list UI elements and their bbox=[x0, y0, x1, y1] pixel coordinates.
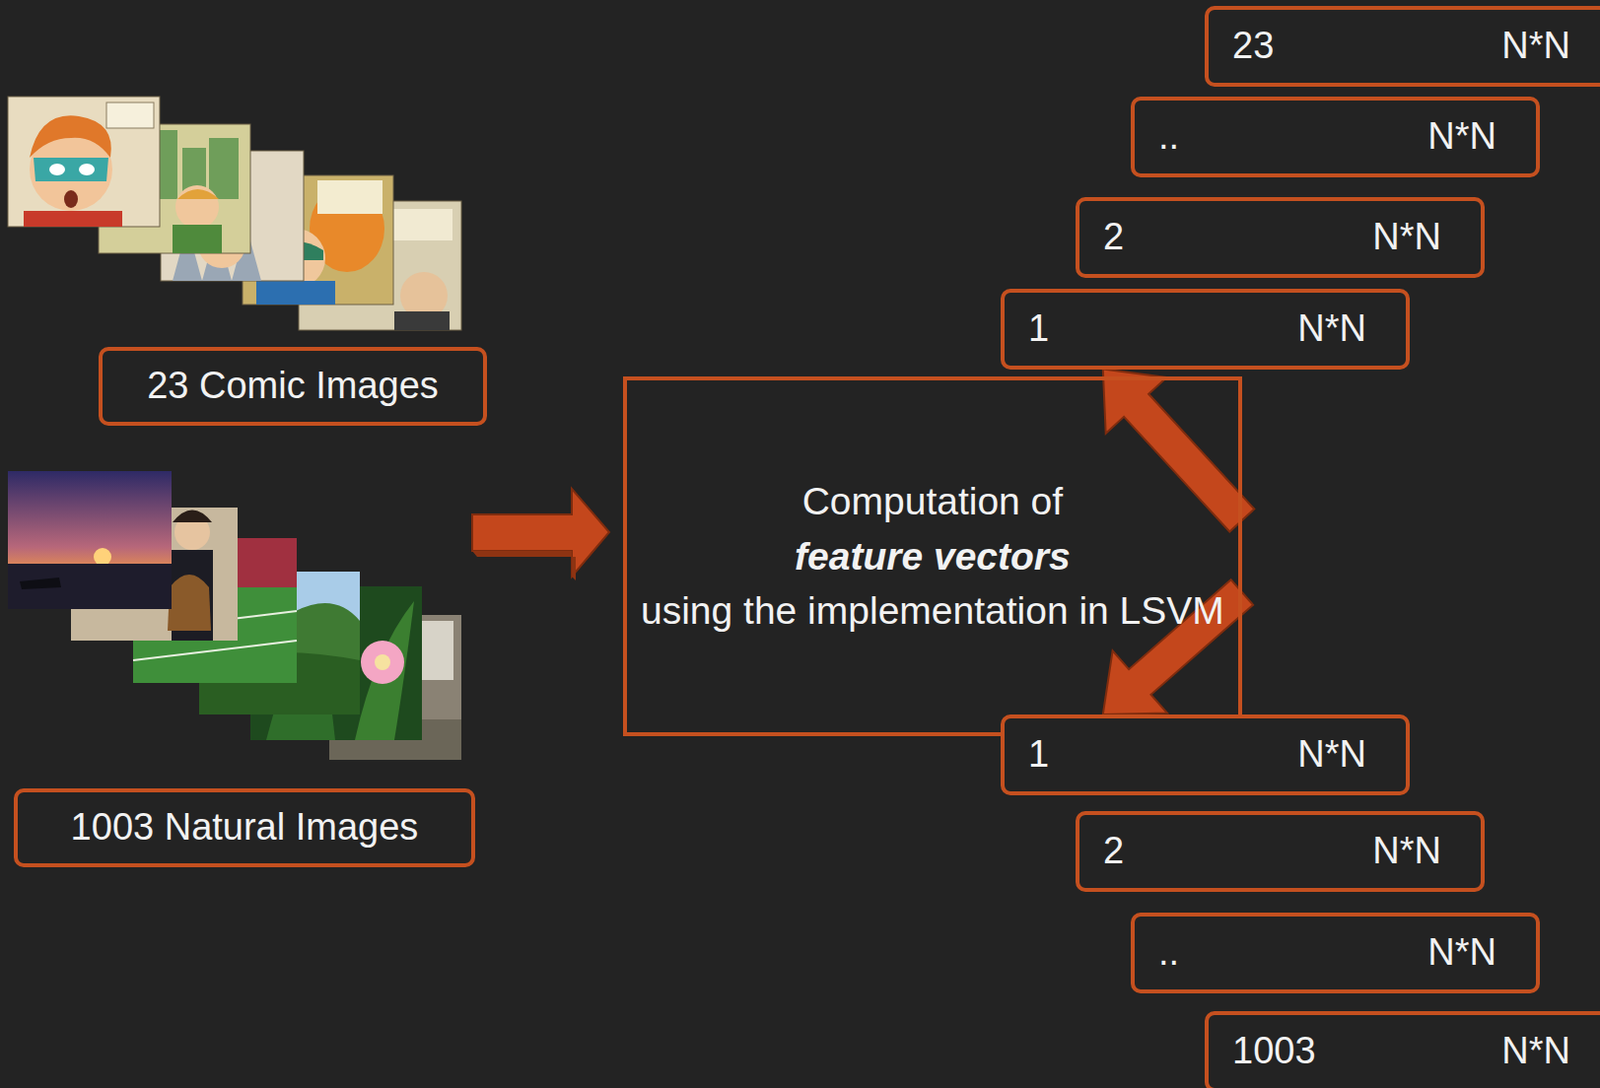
index-number: 1003 bbox=[1232, 1028, 1317, 1076]
flow-arrow bbox=[472, 488, 610, 577]
dimension-label: N*N bbox=[1501, 22, 1571, 70]
box-text: Computation of bbox=[802, 474, 1064, 529]
vector-box: 1 N*N bbox=[1000, 288, 1410, 370]
index-number: 1 bbox=[1028, 731, 1049, 779]
vector-box: 2 N*N bbox=[1075, 811, 1485, 893]
index-number: .. bbox=[1158, 113, 1180, 161]
flow-arrow-bevel bbox=[472, 551, 576, 581]
index-number: 23 bbox=[1232, 22, 1274, 70]
box-text: 23 Comic Images bbox=[146, 362, 439, 411]
vector-box: 2 N*N bbox=[1075, 197, 1485, 279]
vector-box: 23 N*N bbox=[1204, 5, 1600, 87]
box-text: feature vectors bbox=[794, 529, 1071, 584]
vector-box: 1003 N*N bbox=[1204, 1011, 1600, 1088]
dimension-label: N*N bbox=[1501, 1028, 1571, 1076]
photo bbox=[7, 471, 172, 610]
label-box: 1003 Natural Images bbox=[13, 788, 476, 868]
dimension-label: N*N bbox=[1372, 213, 1442, 262]
dimension-label: N*N bbox=[1427, 113, 1497, 161]
vector-box: .. N*N bbox=[1130, 96, 1540, 178]
dimension-label: N*N bbox=[1427, 929, 1497, 977]
process-box: Computation offeature vectorsusing the i… bbox=[623, 376, 1243, 737]
index-number: 1 bbox=[1028, 305, 1049, 353]
dimension-label: N*N bbox=[1372, 828, 1442, 876]
vector-box: .. N*N bbox=[1130, 912, 1540, 994]
vector-box: 1 N*N bbox=[1000, 714, 1410, 796]
dimension-label: N*N bbox=[1297, 731, 1367, 779]
arrow-shape bbox=[1103, 369, 1255, 533]
box-text: using the implementation in LSVM bbox=[640, 583, 1225, 638]
index-number: 2 bbox=[1103, 213, 1124, 262]
block-arrow bbox=[1103, 369, 1255, 533]
index-number: .. bbox=[1158, 929, 1180, 977]
box-text: 1003 Natural Images bbox=[70, 804, 419, 852]
dimension-label: N*N bbox=[1297, 305, 1367, 353]
comic-image bbox=[7, 96, 160, 227]
index-number: 2 bbox=[1103, 828, 1124, 876]
label-box: 23 Comic Images bbox=[98, 347, 487, 426]
